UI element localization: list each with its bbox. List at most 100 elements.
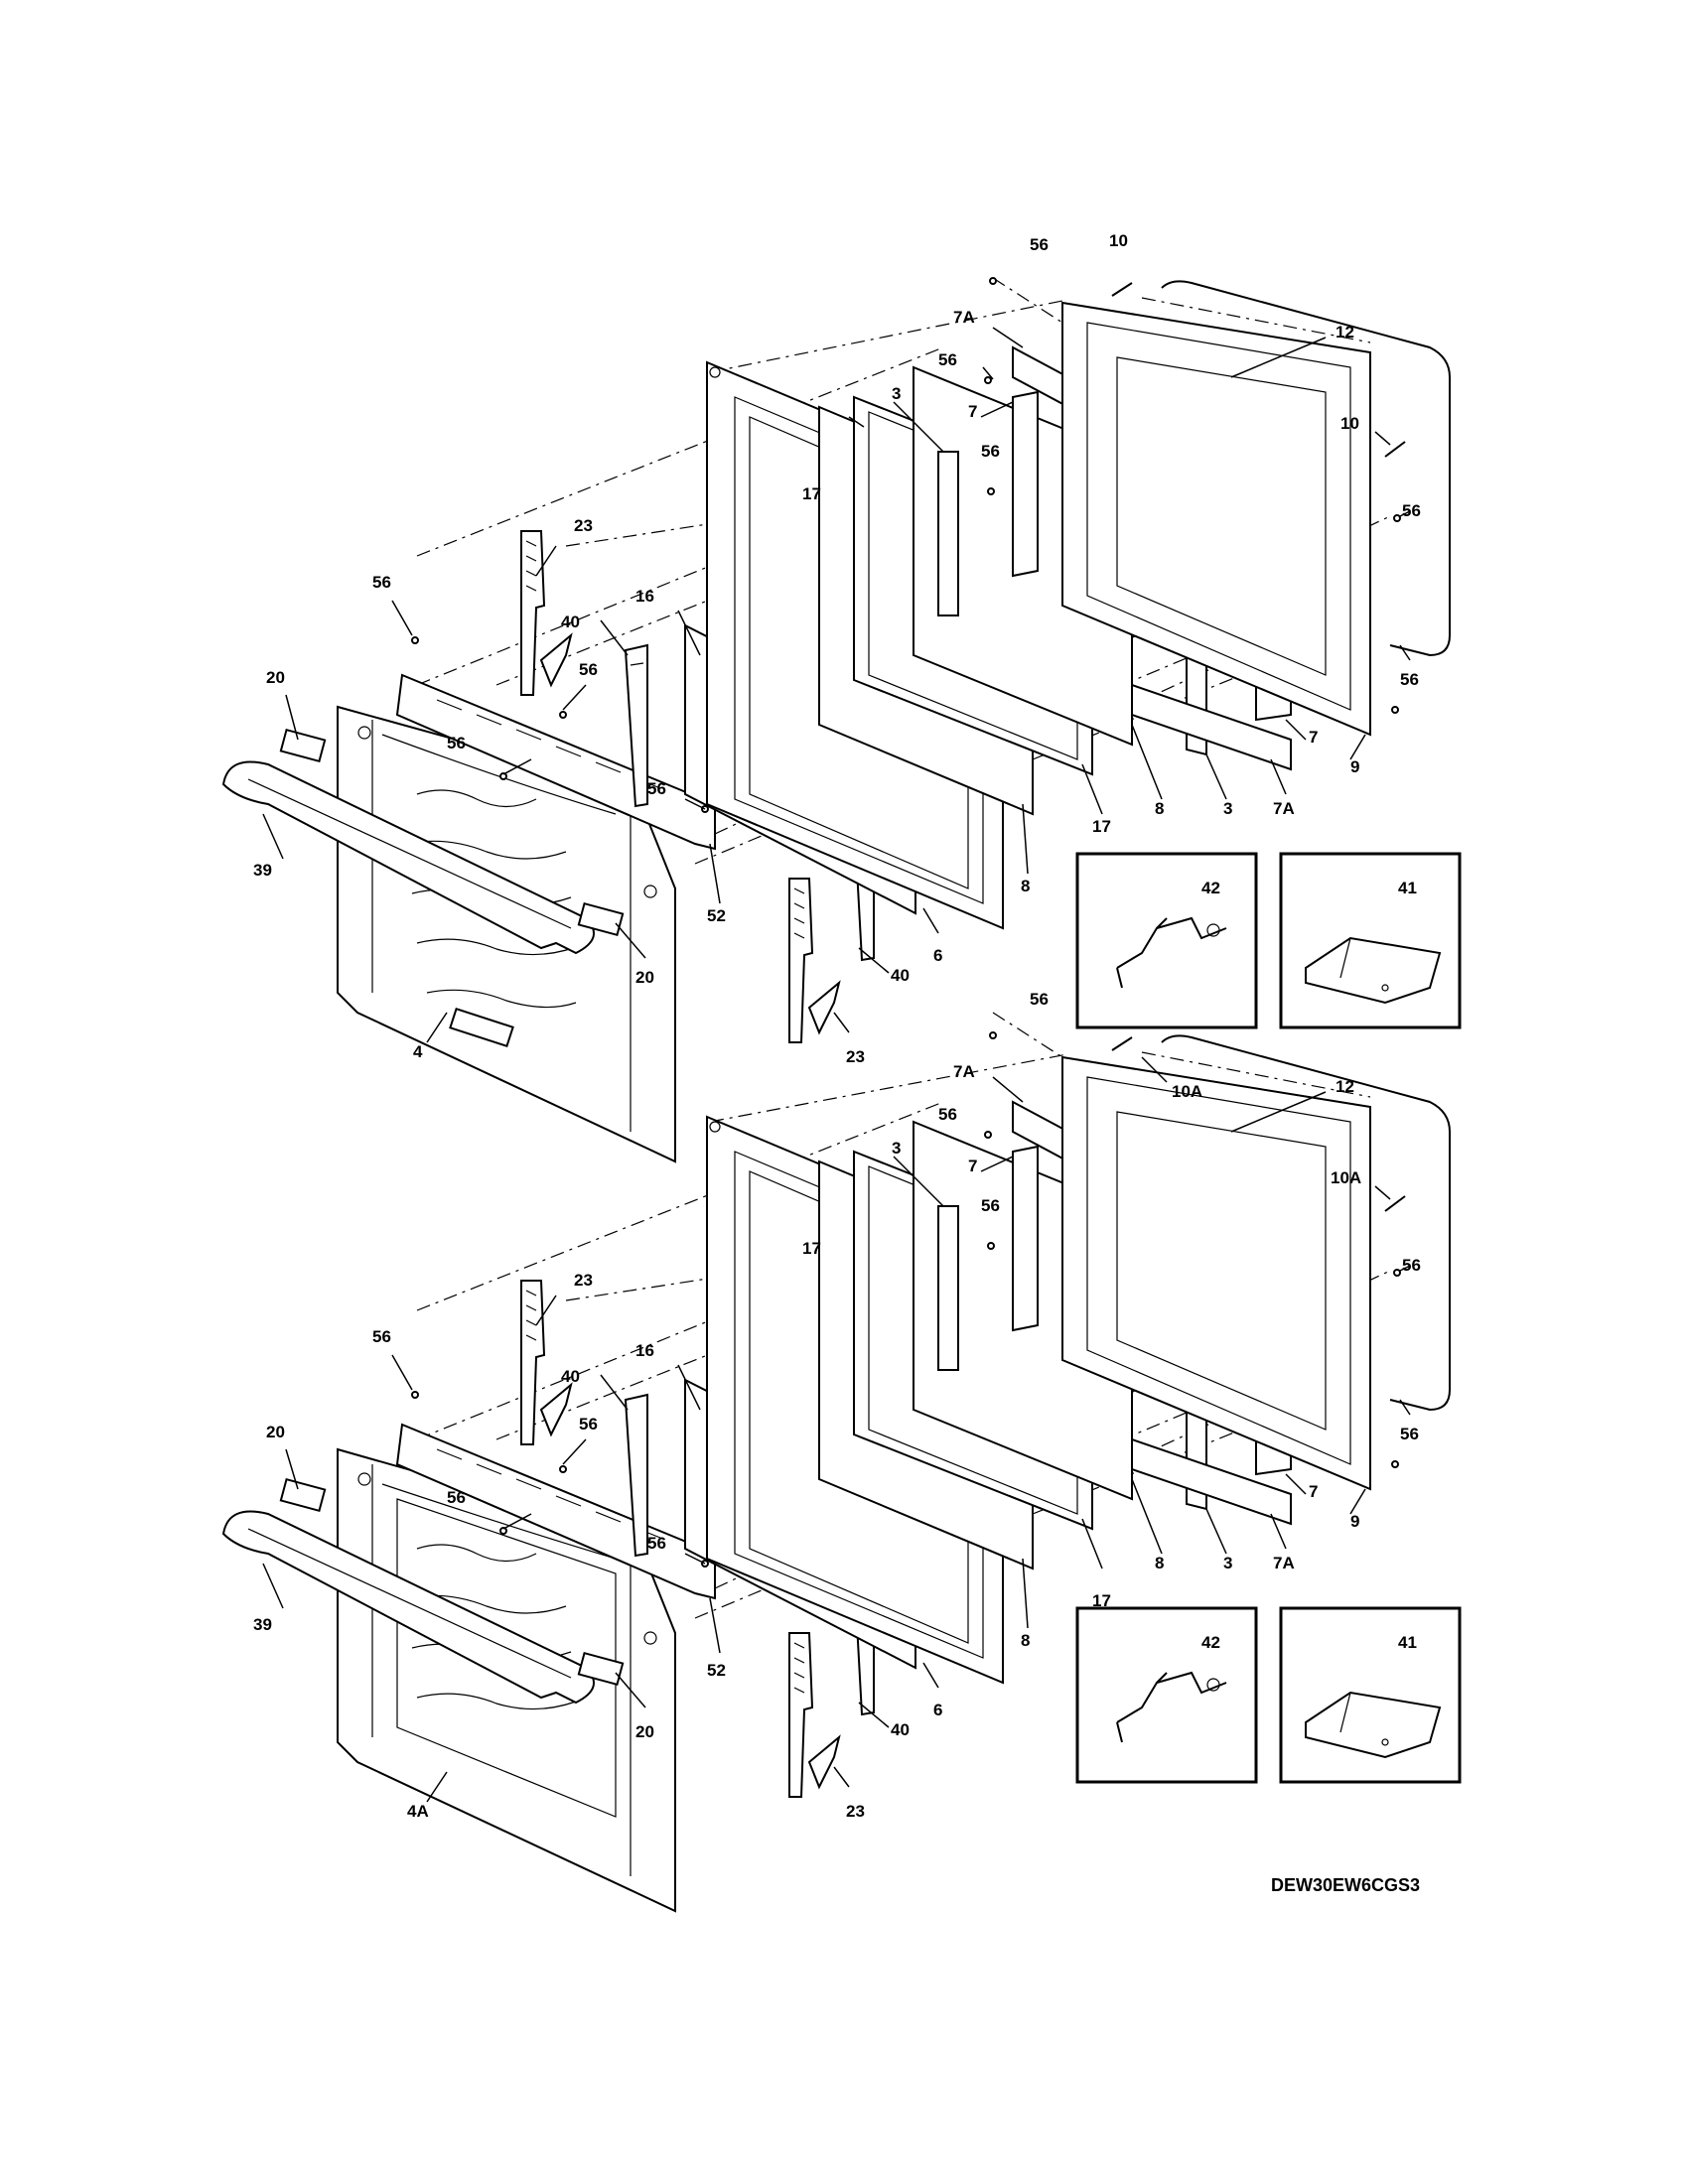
callout-8: 8: [1021, 877, 1030, 895]
callout-56: 56: [647, 1534, 666, 1553]
callout-9: 9: [1350, 1512, 1359, 1531]
callout-3: 3: [892, 384, 901, 403]
callout-56: 56: [447, 734, 466, 752]
callout-7: 7: [968, 402, 977, 421]
callout-8: 8: [1155, 799, 1164, 818]
callout-52: 52: [707, 906, 726, 925]
callout-56: 56: [981, 1196, 1000, 1215]
callout-6: 6: [933, 1701, 942, 1719]
callout-40: 40: [891, 1720, 910, 1739]
callout-56: 56: [1402, 501, 1421, 520]
hinge-receiver-upper-lower-door: [624, 1393, 648, 1558]
callout-16: 16: [635, 1341, 654, 1360]
lower-leader-lines: [262, 1056, 1411, 1803]
callout-12: 12: [1336, 1077, 1354, 1096]
trim-cap-left: [279, 728, 327, 763]
trim-cap-right-lower: [577, 1651, 625, 1687]
callout-23: 23: [846, 1047, 865, 1066]
inset-box-42-upper: [1075, 852, 1258, 1029]
callout-56: 56: [938, 1105, 957, 1124]
callout-3: 3: [892, 1139, 901, 1158]
inset-label-41: 41: [1398, 1633, 1417, 1652]
callout-56: 56: [1030, 235, 1049, 254]
callout-56: 56: [981, 442, 1000, 461]
callout-40: 40: [561, 1367, 580, 1386]
door-gasket: [1161, 280, 1451, 657]
lower-screws: [411, 1031, 1406, 1568]
callout-3: 3: [1223, 799, 1232, 818]
callout-10a: 10A: [1331, 1168, 1361, 1187]
callout-7a: 7A: [953, 1062, 975, 1081]
callout-56: 56: [372, 573, 391, 592]
callout-17: 17: [1092, 817, 1111, 836]
lower-door-assembly: 56 7A 10A 12 56 3 7 10A 56 56 17 23 56 1…: [221, 990, 1462, 1913]
inset-box-42-lower: [1075, 1606, 1258, 1784]
callout-56: 56: [1400, 1425, 1419, 1443]
hinge-receiver-upper: [624, 643, 648, 808]
callout-7: 7: [968, 1157, 977, 1175]
callout-9: 9: [1350, 757, 1359, 776]
callout-23: 23: [846, 1802, 865, 1821]
callout-7a: 7A: [1273, 799, 1295, 818]
inset-label-42: 42: [1201, 879, 1220, 897]
callout-39: 39: [253, 1615, 272, 1634]
callout-17: 17: [1092, 1591, 1111, 1610]
callout-56: 56: [647, 779, 666, 798]
callout-56: 56: [447, 1488, 466, 1507]
callout-56: 56: [579, 660, 598, 679]
model-code: DEW30EW6CGS3: [1271, 1875, 1420, 1895]
callout-23: 23: [574, 516, 593, 535]
hinge-lower-lower-door: [788, 1632, 841, 1798]
inner-door: [1061, 301, 1371, 737]
inset-box-41-lower: [1279, 1606, 1462, 1784]
inset-box-41-upper: [1279, 852, 1462, 1029]
callout-4a: 4A: [407, 1802, 429, 1821]
callout-23: 23: [574, 1271, 593, 1290]
callout-20: 20: [266, 668, 285, 687]
callout-6: 6: [933, 946, 942, 965]
callout-3: 3: [1223, 1554, 1232, 1572]
callout-52: 52: [707, 1661, 726, 1680]
callout-10: 10: [1109, 231, 1128, 250]
trim-cap-left-lower: [279, 1477, 327, 1513]
hinge-lower: [788, 878, 841, 1043]
callout-8: 8: [1155, 1554, 1164, 1572]
insulation-bottom: [1131, 683, 1292, 771]
side-channel-left-lower: [937, 1205, 959, 1371]
hinge-upper-lower-door: [520, 1280, 573, 1445]
inner-door-lower: [1061, 1055, 1371, 1491]
callout-17: 17: [802, 1239, 821, 1258]
callout-40: 40: [891, 966, 910, 985]
callout-17: 17: [802, 484, 821, 503]
callout-7: 7: [1309, 1482, 1318, 1501]
upper-door-assembly: 56 10 7A 12 56 3 7 10 56 56 17 23 56 16 …: [221, 231, 1462, 1163]
callout-56: 56: [372, 1327, 391, 1346]
callout-56: 56: [579, 1415, 598, 1433]
door-handle: [221, 760, 595, 955]
callout-4: 4: [413, 1042, 423, 1061]
callout-20: 20: [635, 968, 654, 987]
side-channel-left: [937, 451, 959, 616]
insulation-left: [1012, 390, 1039, 578]
callout-7a: 7A: [1273, 1554, 1295, 1572]
inset-label-42: 42: [1201, 1633, 1220, 1652]
callout-10: 10: [1340, 414, 1359, 433]
inset-label-41: 41: [1398, 879, 1417, 897]
callout-7: 7: [1309, 728, 1318, 747]
callout-10a: 10A: [1172, 1082, 1202, 1101]
door-handle-lower: [221, 1510, 595, 1705]
upper-leader-lines: [262, 327, 1411, 1043]
callout-39: 39: [253, 861, 272, 880]
trim-cap-right: [577, 901, 625, 937]
callout-7a: 7A: [953, 308, 975, 327]
callout-56: 56: [1400, 670, 1419, 689]
insulation-bottom-lower: [1131, 1437, 1292, 1526]
callout-8: 8: [1021, 1631, 1030, 1650]
callout-56: 56: [938, 350, 957, 369]
callout-12: 12: [1336, 323, 1354, 341]
outer-door-panel: [337, 705, 676, 1163]
callout-20: 20: [635, 1722, 654, 1741]
insulation-left-lower: [1012, 1145, 1039, 1332]
door-gasket-lower: [1161, 1034, 1451, 1412]
